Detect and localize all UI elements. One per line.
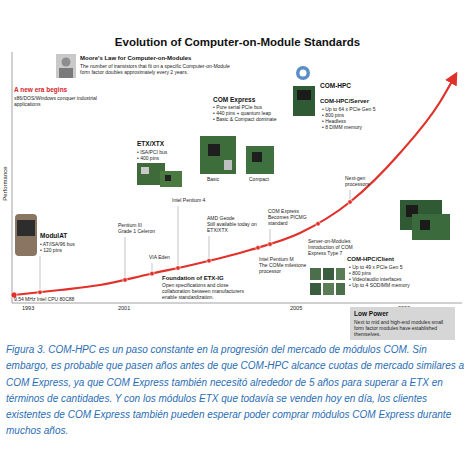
note-text: Basic: [207, 176, 237, 182]
note-text: • Video/audio interfaces: [349, 276, 439, 282]
note-text: • Pure serial PCIe bus: [213, 104, 303, 110]
leader-line: [209, 236, 210, 258]
era-heading: A new era begins: [14, 86, 114, 93]
note-text: The number of transistors that fit on a …: [80, 63, 230, 75]
note-text: • Headless: [322, 118, 412, 124]
section-heading: ModulAT: [40, 232, 100, 239]
com-hpc-client-board-photo: [400, 200, 450, 240]
milestone-dot: [123, 278, 128, 283]
com-express-board-photo: [200, 136, 274, 174]
note-text: • Up to 49 x PCIe Gen 5: [349, 264, 439, 270]
picmg-logo: [293, 66, 315, 116]
leader-line: [125, 237, 126, 277]
note-text: • Up to 64 x PCIe Gen 5: [322, 106, 412, 112]
year-label: 2005: [290, 305, 315, 312]
note-text: • 800 pins: [322, 112, 412, 118]
note-text: Pentium III: [118, 222, 168, 228]
section-heading: COM-HPC/Client: [347, 256, 437, 263]
note-text: • AT/ISA/96 bus: [40, 241, 100, 247]
note-text: • 440 pins + quantum leap: [213, 110, 303, 116]
year-label: 1993: [22, 305, 47, 312]
note-text: Introduction of COM Express Type 7: [308, 244, 368, 256]
note-text: • 120 pins: [40, 247, 100, 253]
milestone-dot: [38, 290, 43, 295]
etx-board-photo: [137, 163, 182, 187]
leader-line: [178, 206, 179, 265]
note-text: Open specifications and close collaborat…: [162, 282, 257, 300]
note-text: • 400 pins: [137, 155, 197, 161]
milestone-dot: [256, 245, 261, 250]
module-grid-photo: [310, 268, 345, 295]
note-text: • 800 pins: [349, 270, 439, 276]
milestone-dot: [268, 242, 273, 247]
portrait-photo: [56, 54, 76, 78]
box-heading: Low Power: [354, 310, 451, 318]
note-text: Server-on-Modules: [308, 238, 368, 244]
milestone-dot: [316, 221, 321, 226]
box-text: Next to mid and high-end modules small f…: [354, 319, 451, 337]
note-text: Intel Pentium 4: [172, 197, 232, 203]
leader-line: [40, 256, 41, 289]
milestone-dot: [150, 271, 155, 276]
note-text: AMD Geode: [207, 215, 265, 221]
leader-line: [350, 190, 351, 199]
time-axis: [12, 303, 462, 304]
note-text: 9.54 MHz Intel CPU 80C88: [14, 296, 94, 302]
milestone-dot: [207, 259, 212, 264]
axis-label: Performance: [2, 159, 9, 209]
figure-caption: Figura 3. COM-HPC es un paso constante e…: [6, 342, 469, 440]
section-heading: COM-HPC: [320, 82, 400, 89]
leader-line: [152, 263, 153, 271]
note-text: • Up to 4 SODIMM memory: [349, 282, 439, 288]
note-text: x86/DOS/Windows conquer industrial appli…: [14, 95, 109, 107]
section-heading: Foundation of ETX-IG: [162, 275, 257, 282]
note-text: Intel Pentium M: [259, 256, 307, 262]
note-text: Still available today on ETX/XTX: [207, 221, 265, 233]
section-heading: Moore's Law for Computer-on-Modules: [80, 55, 230, 62]
performance-axis: [12, 52, 13, 303]
leader-line: [270, 229, 271, 241]
note-text: • ISA/PCI bus: [137, 149, 197, 155]
section-heading: ETX/XTX: [137, 140, 197, 147]
note-text: • 8 DIMM memory: [322, 124, 412, 130]
note-text: Grade 1 Celeron: [118, 228, 168, 234]
note-text: VIA Eden: [149, 254, 189, 260]
section-heading: COM-HPC/Server: [320, 98, 410, 105]
performance-curve: [14, 74, 456, 295]
milestone-dot: [176, 266, 181, 271]
chart-title: Evolution of Computer-on-Module Standard…: [0, 36, 475, 48]
note-text: The COMe milestone processor: [259, 262, 307, 274]
hand-module-photo: [15, 214, 37, 256]
note-text: Next-gen processors: [345, 175, 390, 187]
note-text: Compact: [249, 176, 284, 182]
note-text: • Basic & Compact dominate: [213, 116, 303, 122]
milestone-dot: [348, 200, 353, 205]
year-label: 2001: [118, 305, 143, 312]
info-box: Low PowerNext to mid and high-end module…: [350, 307, 455, 340]
note-text: Becomes PICMG standard: [268, 214, 308, 226]
note-text: COM Express: [268, 208, 318, 214]
section-heading: COM Express: [213, 96, 303, 103]
